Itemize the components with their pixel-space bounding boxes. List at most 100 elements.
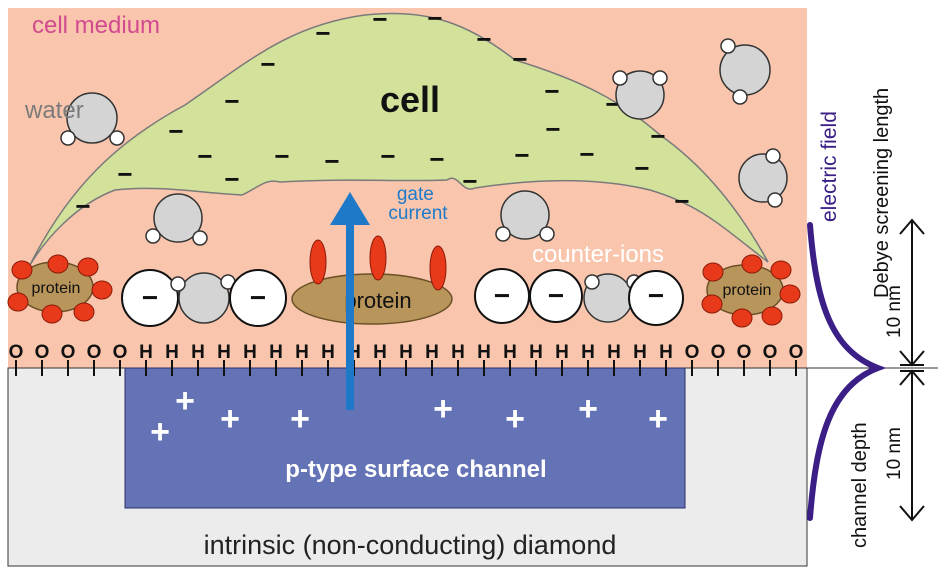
gate-current-line1: gate: [397, 184, 434, 205]
hydrogen-termination: H: [217, 342, 231, 363]
hydrogen-termination: H: [477, 342, 491, 363]
neg-charge: −: [315, 18, 330, 48]
hydrogen-termination: H: [165, 342, 179, 363]
neg-charge: −: [168, 116, 183, 146]
neg-charge: −: [544, 76, 559, 106]
p-type-channel-region: [124, 367, 686, 509]
water-molecule: [495, 190, 555, 242]
gate-current-label: gate current: [388, 184, 448, 224]
pos-charge: +: [150, 413, 170, 451]
counter-ion-group-left: [121, 269, 287, 327]
surface-terminations: OOOOOHHHHHHHHHHHHHHHHHHHHHOOOOO: [9, 342, 804, 376]
water-molecule: [145, 193, 208, 246]
oxygen-termination: O: [87, 342, 102, 363]
neg-charge: −: [674, 186, 689, 216]
oxygen-termination: O: [9, 342, 24, 363]
counter-ion-charge: −: [648, 280, 664, 311]
hydrogen-termination: H: [529, 342, 543, 363]
water-molecule: [738, 148, 788, 208]
debye-scale-arrow: [899, 218, 925, 367]
protein-center-label: protein: [344, 288, 411, 313]
oxygen-termination: O: [35, 342, 50, 363]
neg-charge: −: [224, 86, 239, 116]
pos-charge: +: [433, 390, 453, 428]
neg-charge: −: [224, 164, 239, 194]
neg-charge: −: [429, 144, 444, 174]
pos-charge: +: [220, 400, 240, 438]
oxygen-termination: O: [763, 342, 778, 363]
oxygen-termination: O: [113, 342, 128, 363]
counter-ions-label: counter-ions: [532, 241, 664, 268]
channel-label: p-type surface channel: [285, 456, 546, 483]
neg-charge: −: [462, 166, 477, 196]
hydrogen-termination: H: [607, 342, 621, 363]
water-molecule: [612, 70, 668, 120]
protein-center: [291, 235, 453, 325]
water-label: water: [24, 97, 84, 124]
electric-field-label: electric field: [818, 111, 841, 222]
neg-charge: −: [324, 146, 339, 176]
pos-charge: +: [290, 400, 310, 438]
hydrogen-termination: H: [633, 342, 647, 363]
hydrogen-termination: H: [243, 342, 257, 363]
oxygen-termination: O: [685, 342, 700, 363]
gate-current-line2: current: [388, 203, 448, 224]
channel-size-label: 10 nm: [884, 427, 905, 480]
neg-charge: −: [476, 24, 491, 54]
protein-left: [7, 254, 113, 324]
oxygen-termination: O: [789, 342, 804, 363]
cell-medium-label: cell medium: [32, 12, 160, 39]
diamond-label: intrinsic (non-conducting) diamond: [204, 530, 617, 560]
hydrogen-termination: H: [269, 342, 283, 363]
protein-right: [701, 254, 801, 328]
oxygen-termination: O: [711, 342, 726, 363]
debye-length-label: Debye screening length: [871, 88, 893, 298]
hydrogen-termination: H: [191, 342, 205, 363]
neg-charge: −: [75, 191, 90, 221]
neg-charge: −: [274, 141, 289, 171]
counter-ion-charge: −: [548, 280, 564, 311]
hydrogen-termination: H: [373, 342, 387, 363]
protein-right-label: protein: [723, 282, 772, 299]
water-molecule: [60, 92, 125, 146]
hydrogen-termination: H: [581, 342, 595, 363]
counter-ion-charge: −: [250, 282, 266, 313]
neg-charge: −: [634, 153, 649, 183]
hydrogen-termination: H: [399, 342, 413, 363]
channel-scale-arrow: [899, 369, 925, 522]
neg-charge: −: [427, 3, 442, 33]
neg-charge: −: [650, 121, 665, 151]
protein-left-label: protein: [32, 280, 81, 297]
neg-charge: −: [197, 141, 212, 171]
oxygen-termination: O: [737, 342, 752, 363]
pos-charge: +: [648, 400, 668, 438]
electric-field-curve: [807, 222, 887, 521]
pos-charge: +: [175, 382, 195, 420]
gate-current-arrow: [330, 192, 370, 410]
counter-ion-charge: −: [142, 282, 158, 313]
hydrogen-termination: H: [321, 342, 335, 363]
hydrogen-termination: H: [295, 342, 309, 363]
hydrogen-termination: H: [555, 342, 569, 363]
channel-depth-label: channel depth: [849, 422, 871, 548]
cell-body: [29, 12, 769, 266]
hydrogen-termination: H: [659, 342, 673, 363]
pos-charge: +: [578, 390, 598, 428]
hydrogen-termination: H: [139, 342, 153, 363]
pos-charge: +: [505, 400, 525, 438]
neg-charge: −: [260, 49, 275, 79]
hydrogen-termination: H: [425, 342, 439, 363]
channel-positive-charges: + + + + + + + +: [150, 382, 668, 451]
neg-charge: −: [514, 140, 529, 170]
water-molecule: [719, 38, 771, 105]
debye-size-label: 10 nm: [884, 285, 905, 338]
neg-charge: −: [372, 4, 387, 34]
neg-charge: −: [380, 141, 395, 171]
neg-charge: −: [512, 44, 527, 74]
neg-charge: −: [117, 159, 132, 189]
cell-label: cell: [380, 79, 440, 120]
counter-ion-group-right: [474, 268, 684, 326]
oxygen-termination: O: [61, 342, 76, 363]
neg-charge: −: [579, 139, 594, 169]
